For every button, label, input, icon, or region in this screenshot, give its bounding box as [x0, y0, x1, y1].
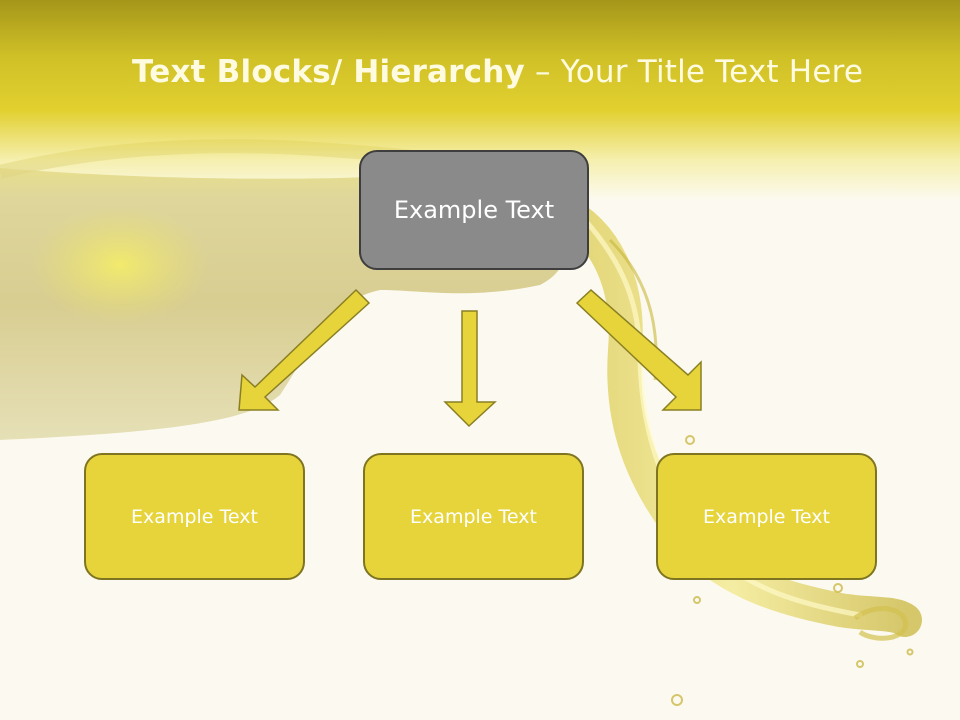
child-text-label: Example Text [131, 505, 258, 528]
arrow-down-center [443, 310, 497, 428]
title-rest-part: Your Title Text Here [560, 54, 864, 90]
arrow-down-right [575, 288, 702, 411]
child-text-block-center[interactable]: Example Text [363, 453, 584, 580]
child-text-block-left[interactable]: Example Text [84, 453, 305, 580]
child-text-label: Example Text [703, 505, 830, 528]
root-text-block[interactable]: Example Text [359, 150, 589, 270]
arrow-down-left [238, 288, 371, 411]
child-text-block-right[interactable]: Example Text [656, 453, 877, 580]
title-separator: – [524, 54, 561, 90]
title-bold-part: Text Blocks/ Hierarchy [132, 54, 525, 90]
slide-title: Text Blocks/ Hierarchy – Your Title Text… [132, 54, 863, 90]
child-text-label: Example Text [410, 505, 537, 528]
root-text-label: Example Text [393, 196, 555, 224]
